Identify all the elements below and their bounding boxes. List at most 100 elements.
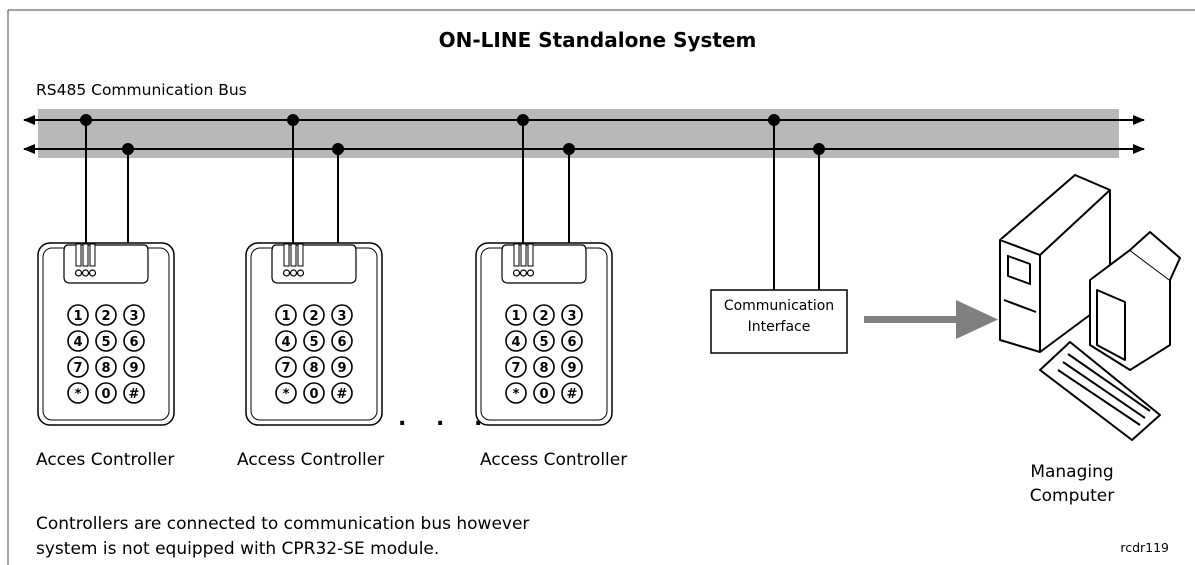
- more-controllers-ellipsis: . . .: [398, 406, 494, 431]
- keypad-key: [275, 304, 297, 326]
- keypad-key-label: 7: [511, 361, 520, 376]
- led-bar: [290, 243, 297, 267]
- led-bar: [527, 243, 534, 267]
- keypad-key-label: 2: [101, 309, 110, 324]
- led-indicator: [289, 269, 298, 277]
- keypad-key: [505, 304, 527, 326]
- keypad-key-label: 5: [539, 335, 548, 350]
- keypad-key-label: 1: [281, 309, 290, 324]
- keypad-key: [67, 330, 89, 352]
- keypad-key-label: #: [129, 387, 140, 402]
- led-indicator: [81, 269, 90, 277]
- keypad-key-label: 0: [101, 387, 110, 402]
- keypad-key-label: 3: [129, 309, 138, 324]
- keypad-key-label: 8: [539, 361, 548, 376]
- keypad-key: [95, 356, 117, 378]
- keypad-key-label: 4: [281, 335, 290, 350]
- keypad-key-label: 8: [101, 361, 110, 376]
- keypad-key-label: 2: [539, 309, 548, 324]
- keypad-key: [533, 356, 555, 378]
- keypad-key: [123, 304, 145, 326]
- keypad-key: [275, 330, 297, 352]
- keypad-key: [95, 304, 117, 326]
- keypad-key-label: 9: [567, 361, 576, 376]
- keypad-key-label: 6: [129, 335, 138, 350]
- keypad-key-label: 3: [567, 309, 576, 324]
- managing-computer-label: Managing Computer: [1029, 462, 1115, 506]
- led-bar: [297, 243, 304, 267]
- keypad-key: [95, 382, 117, 404]
- keypad-key-label: *: [75, 387, 82, 402]
- footnote: Controllers are connected to communicati…: [36, 514, 530, 559]
- controller-wires: [80, 114, 575, 243]
- keypad-key: [505, 356, 527, 378]
- controller-label: Access Controller: [237, 450, 385, 470]
- keypad-key: [561, 330, 583, 352]
- led-bar: [283, 243, 290, 267]
- keypad-key: [95, 330, 117, 352]
- keypad-key-label: 3: [337, 309, 346, 324]
- keypad-key: [123, 330, 145, 352]
- led-bar: [513, 243, 520, 267]
- led-indicator: [519, 269, 528, 277]
- keypad-key: [561, 382, 583, 404]
- keypad-key: [275, 382, 297, 404]
- keypad-key: [123, 382, 145, 404]
- keypad-key: [505, 330, 527, 352]
- keypad-key: [533, 330, 555, 352]
- led-bar: [520, 243, 527, 267]
- keypad-key-label: 8: [309, 361, 318, 376]
- keypad-key: [533, 382, 555, 404]
- led-indicator: [512, 269, 521, 277]
- keypad-key-label: #: [567, 387, 578, 402]
- keypad-key: [303, 382, 325, 404]
- keypad-key: [331, 356, 353, 378]
- controller-label: Acces Controller: [36, 450, 175, 470]
- keypad-key: [67, 304, 89, 326]
- interface-to-computer-arrow: [864, 300, 998, 339]
- keypad-key: [331, 304, 353, 326]
- keypad-key: [67, 356, 89, 378]
- keypad-key-label: 4: [73, 335, 82, 350]
- keypad-key: [331, 382, 353, 404]
- led-indicator: [88, 269, 97, 277]
- keypad-key-label: 0: [539, 387, 548, 402]
- keypad-key-label: 4: [511, 335, 520, 350]
- led-bar: [89, 243, 96, 267]
- computer-icon: [999, 174, 1181, 441]
- keypad-key-label: 0: [309, 387, 318, 402]
- led-indicator: [526, 269, 535, 277]
- keypad-key: [303, 356, 325, 378]
- keypad-key-label: 7: [281, 361, 290, 376]
- keypad-key-label: *: [513, 387, 520, 402]
- keypad-key-label: 1: [73, 309, 82, 324]
- keypad-key: [533, 304, 555, 326]
- communication-interface-label: Communication Interface: [723, 298, 835, 335]
- keypad-key: [67, 382, 89, 404]
- communication-interface-box: [710, 289, 848, 354]
- keypad-key: [123, 356, 145, 378]
- keypad-key: [303, 304, 325, 326]
- interface-wires: [768, 114, 825, 290]
- led-indicator: [296, 269, 305, 277]
- keypad-key: [505, 382, 527, 404]
- diagram-title: ON-LINE Standalone System: [438, 28, 757, 52]
- keypad-key-label: 9: [337, 361, 346, 376]
- keypad-key-label: 5: [101, 335, 110, 350]
- bus-label: RS485 Communication Bus: [36, 81, 247, 99]
- keypad-key-label: 9: [129, 361, 138, 376]
- keypad-key-label: 6: [337, 335, 346, 350]
- led-bar: [75, 243, 82, 267]
- led-bar: [82, 243, 89, 267]
- keypad-key-label: 2: [309, 309, 318, 324]
- keypad-key-label: #: [337, 387, 348, 402]
- keypad-key-label: 7: [73, 361, 82, 376]
- keypad-key-label: 6: [567, 335, 576, 350]
- keypad-key-label: *: [283, 387, 290, 402]
- keypad-key: [331, 330, 353, 352]
- bus-band: [38, 109, 1119, 158]
- led-indicator: [74, 269, 83, 277]
- controller-label: Access Controller: [480, 450, 628, 470]
